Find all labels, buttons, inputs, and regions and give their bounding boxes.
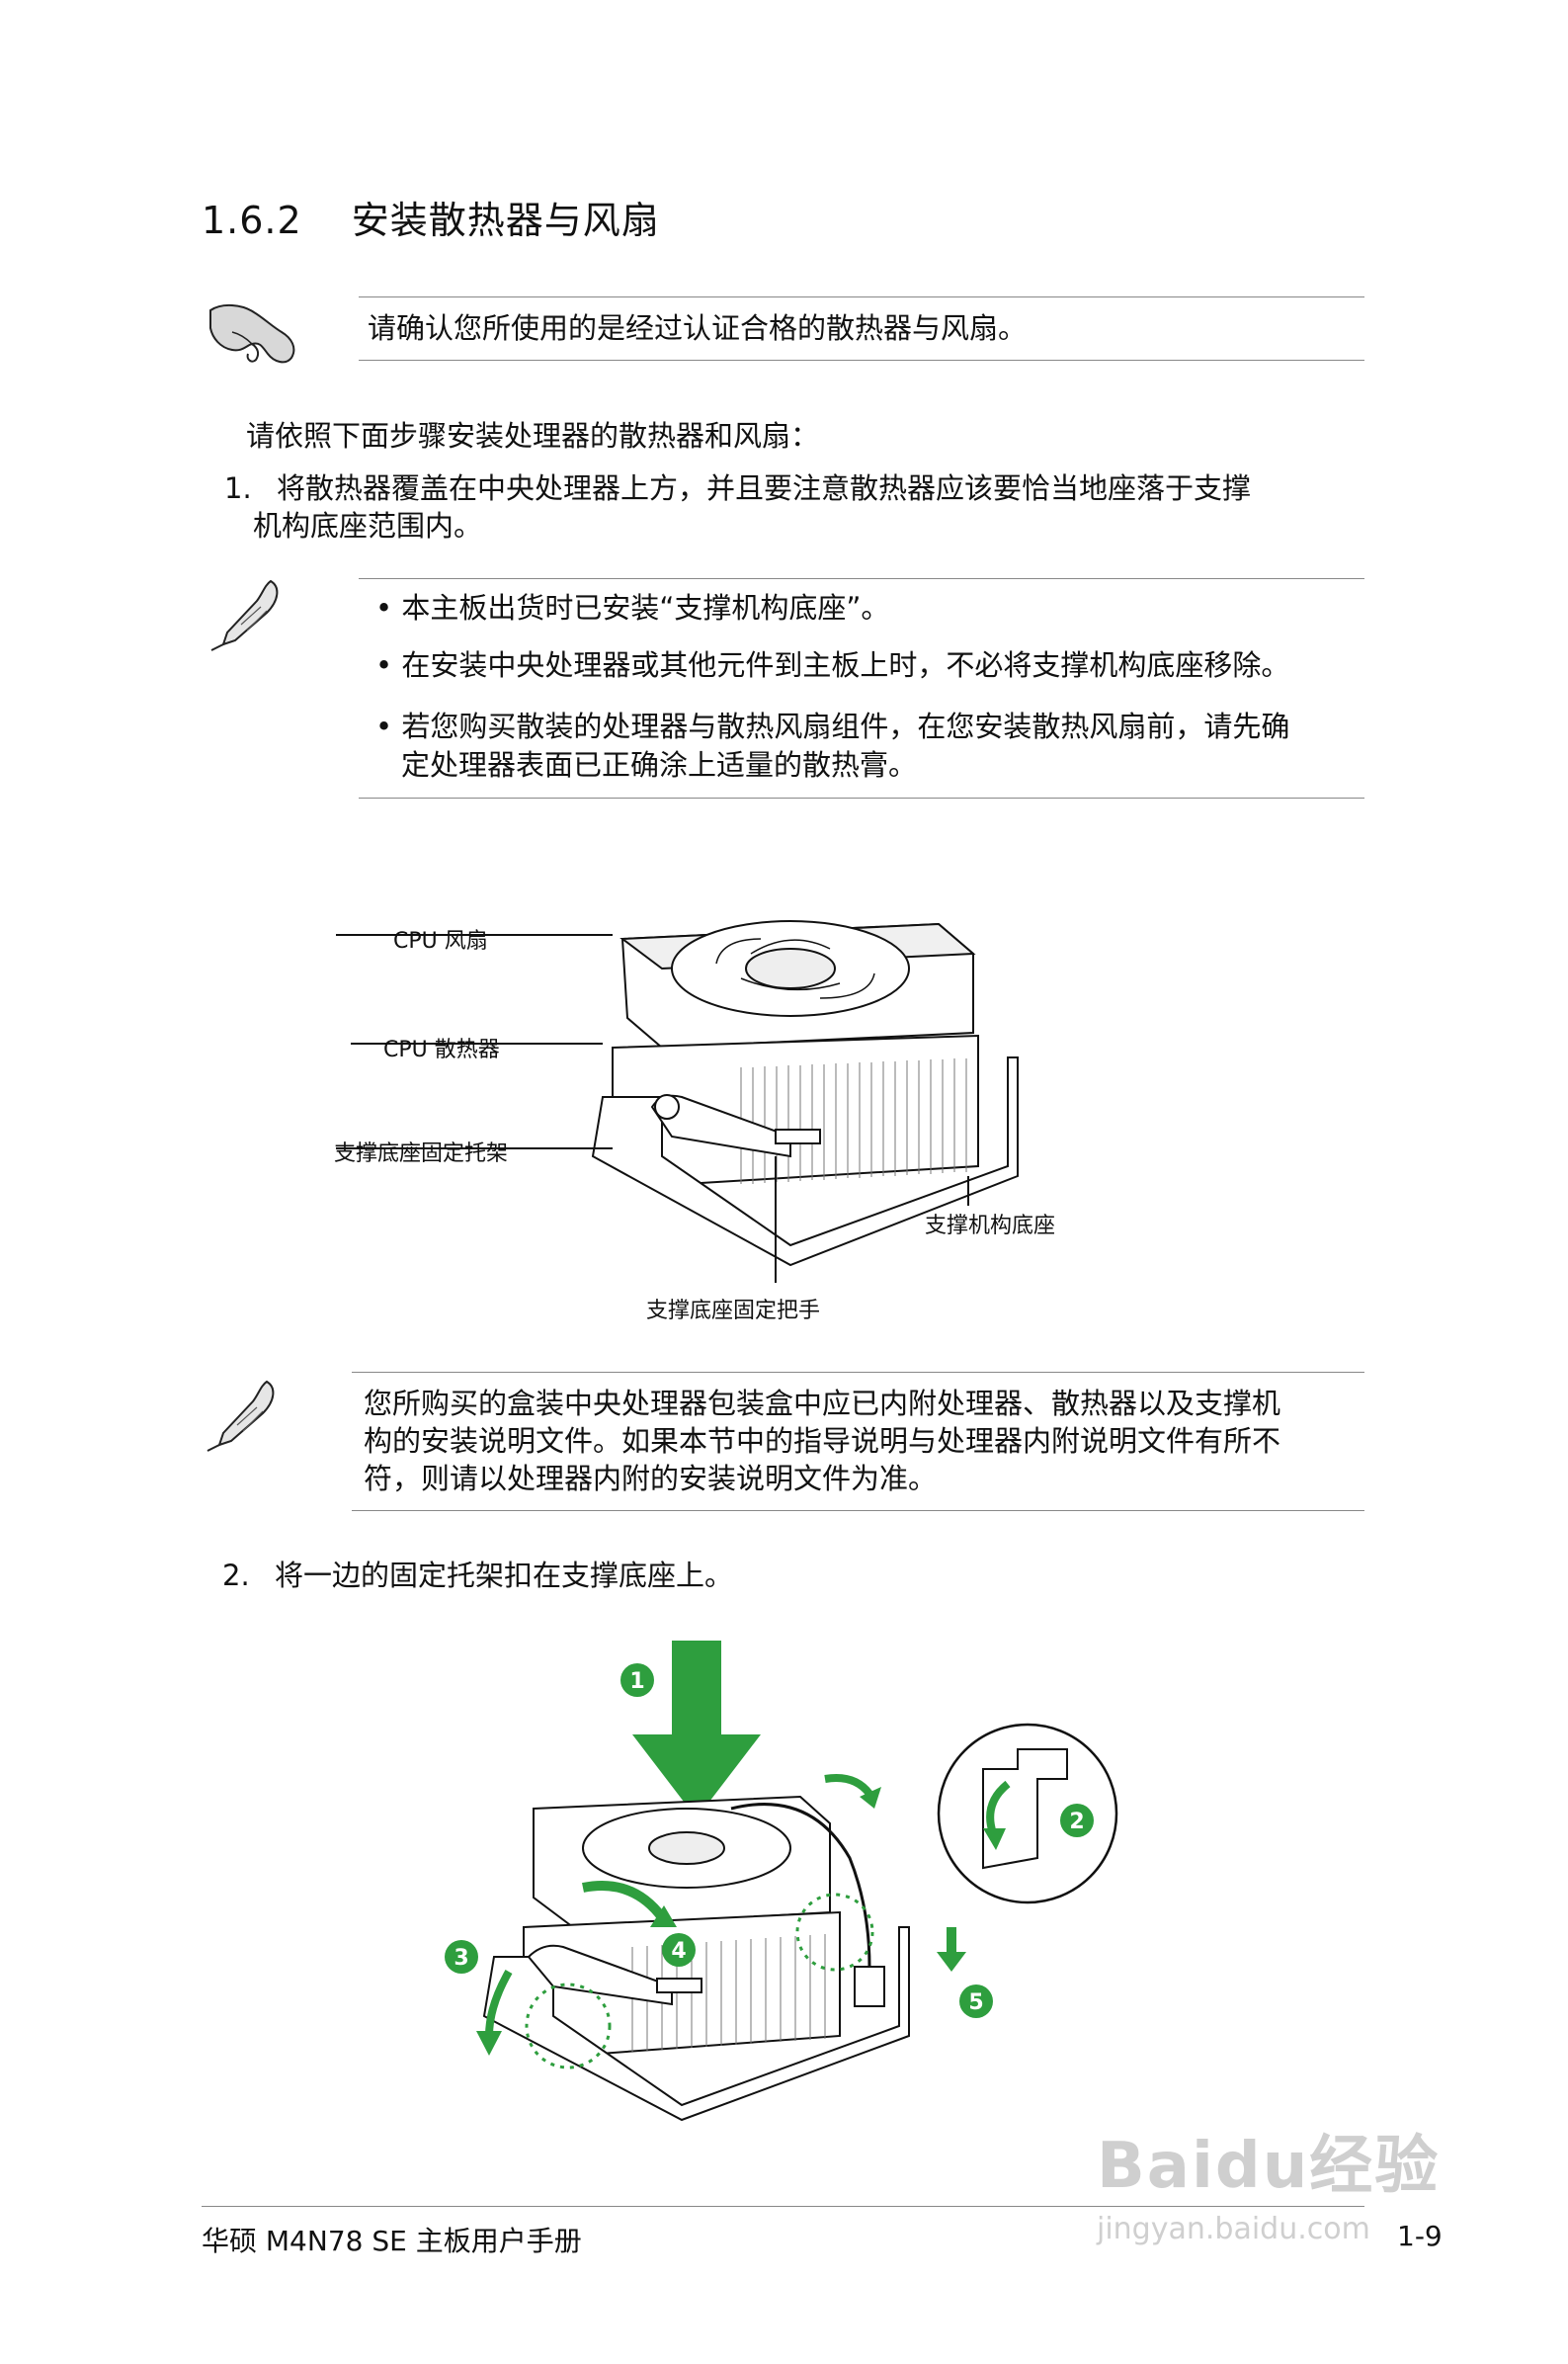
note2-line-2: 构的安装说明文件。如果本节中的指导说明与处理器内附说明文件有所不 xyxy=(364,1424,1281,1458)
note2-line-3: 符，则请以处理器内附的安装说明文件为准。 xyxy=(364,1462,938,1495)
footer-manual-title: 华硕 M4N78 SE 主板用户手册 xyxy=(202,2225,582,2257)
label-retention-lever: 支撑底座固定把手 xyxy=(646,1299,821,1323)
watermark-url: jingyan.baidu.com xyxy=(1097,2212,1370,2246)
footer-page-number: 1-9 xyxy=(1397,2220,1443,2252)
step-1-text-line2: 机构底座范围内。 xyxy=(253,509,483,543)
warning-rule-bottom xyxy=(359,360,1364,361)
note2-rule-bottom xyxy=(352,1510,1364,1511)
warning-rule-top xyxy=(359,296,1364,297)
section-title: 1.6.2 安装散热器与风扇 xyxy=(202,190,660,244)
install-steps-diagram: 1 2 3 4 5 xyxy=(445,1641,1118,2122)
step-marker-3: 3 xyxy=(454,1946,468,1971)
step-marker-1: 1 xyxy=(629,1669,644,1694)
heatsink-fan-diagram xyxy=(336,920,1019,1283)
warning-text: 请确认您所使用的是经过认证合格的散热器与风扇。 xyxy=(368,311,1028,345)
step-marker-4: 4 xyxy=(671,1939,686,1964)
section-heading: 安装散热器与风扇 xyxy=(351,199,660,242)
note1-rule-bottom xyxy=(359,798,1364,799)
watermark-brand: Baidu经验 xyxy=(1097,2130,1441,2203)
step-2-text: 将一边的固定托架扣在支撑底座上。 xyxy=(275,1559,734,1592)
note1-item-2: • 在安装中央处理器或其他元件到主板上时，不必将支撑机构底座移除。 xyxy=(375,648,1290,682)
note-pen-icon-2 xyxy=(206,1380,275,1452)
step-marker-5: 5 xyxy=(968,1990,983,2015)
label-cpu-fan: CPU 风扇 xyxy=(393,929,488,954)
step-markers xyxy=(445,1663,1094,2018)
note1-rule-top xyxy=(359,578,1364,579)
note-pen-icon xyxy=(210,579,279,651)
step-1-number: 1. xyxy=(224,471,252,505)
section-number: 1.6.2 xyxy=(202,199,302,242)
note2-rule-top xyxy=(352,1372,1364,1373)
note1-item-3-cont: 定处理器表面已正确涂上适量的散热膏。 xyxy=(401,748,918,782)
note1-item-1: • 本主板出货时已安装“支撑机构底座”。 xyxy=(375,591,890,625)
baidu-watermark: Baidu经验 jingyan.baidu.com xyxy=(1097,2115,1440,2246)
step-marker-2: 2 xyxy=(1069,1810,1084,1834)
step-2-number: 2. xyxy=(222,1559,250,1592)
note2-line-1: 您所购买的盒装中央处理器包装盒中应已内附处理器、散热器以及支撑机 xyxy=(364,1387,1281,1420)
footer-rule xyxy=(202,2206,1364,2207)
intro-text: 请依照下面步骤安装处理器的散热器和风扇： xyxy=(246,419,820,453)
warning-hand-icon xyxy=(209,304,295,364)
label-cpu-heatsink: CPU 散热器 xyxy=(383,1038,500,1062)
note1-item-3: • 若您购买散装的处理器与散热风扇组件，在您安装散热风扇前，请先确 xyxy=(375,710,1290,743)
label-retention-bracket: 支撑底座固定托架 xyxy=(334,1141,509,1166)
label-retention-base: 支撑机构底座 xyxy=(925,1214,1056,1238)
step-1-text-line1: 将散热器覆盖在中央处理器上方，并且要注意散热器应该要恰当地座落于支撑 xyxy=(277,471,1252,505)
